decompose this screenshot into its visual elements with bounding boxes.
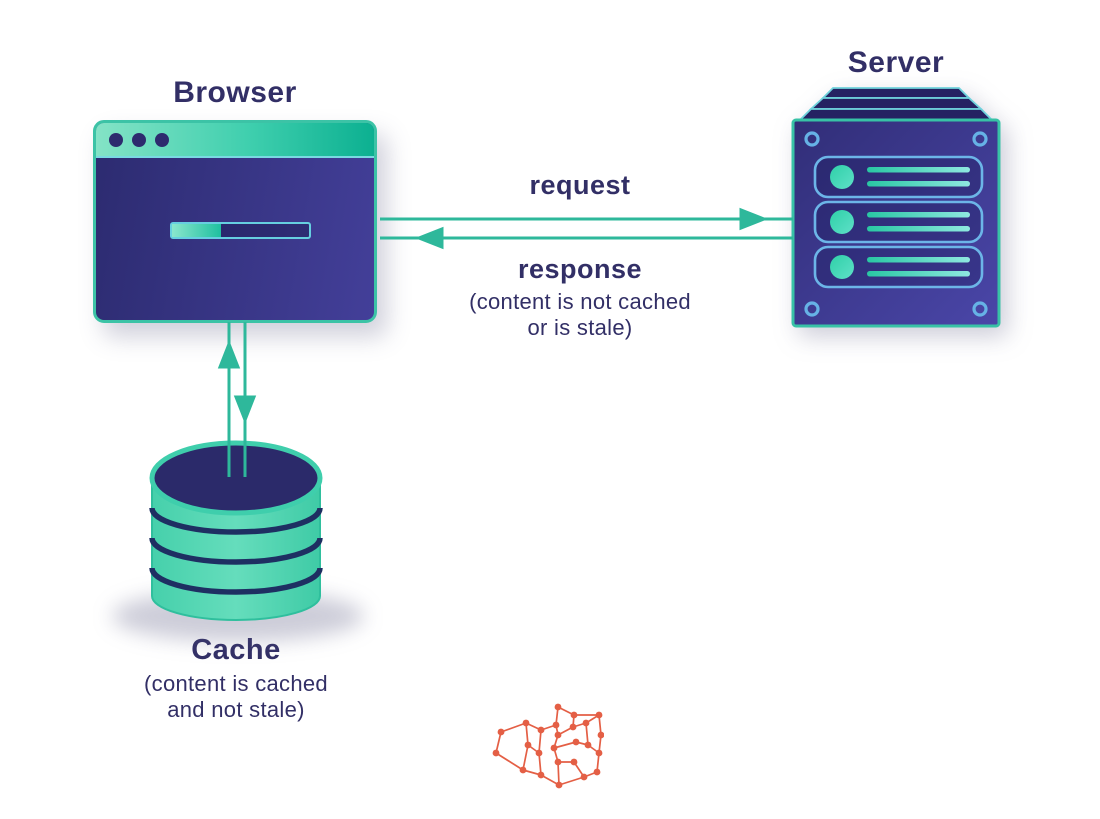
cache-caption-line: (content is cached: [144, 671, 328, 696]
cache-caption: (content is cached and not stale): [105, 671, 367, 723]
window-control-dot: [132, 132, 146, 147]
wireframe-logo-icon: [492, 703, 604, 789]
cache-label: Cache: [191, 634, 281, 666]
server-top-fins: [796, 87, 996, 122]
database-disk-separators: [149, 507, 323, 595]
response-caption: (content is not cached or is stale): [408, 289, 752, 341]
database-icon: [149, 440, 323, 621]
browser-titlebar: [96, 123, 374, 158]
window-control-dot: [109, 132, 123, 147]
drive-light-icon: [830, 165, 854, 189]
logo-nodes: [492, 703, 604, 789]
server-rack-slot: [813, 200, 984, 244]
server-screws: [804, 131, 988, 317]
request-arrow-icon: [380, 207, 793, 231]
server-rack-slots: [813, 155, 984, 289]
drive-light-icon: [830, 210, 854, 234]
server-rack-slot: [813, 245, 984, 289]
response-arrow-icon: [380, 226, 793, 250]
response-caption-line: or is stale): [527, 315, 633, 340]
cache-caption-line: and not stale): [167, 697, 305, 722]
database-body: [151, 477, 321, 621]
response-label: response: [517, 254, 643, 284]
logo-edges: [495, 706, 602, 786]
browser-window-icon: [93, 120, 377, 323]
server-rack-icon: [791, 87, 1001, 328]
server-rack-slot: [813, 155, 984, 199]
progress-bar-fill: [172, 224, 222, 237]
browser-label: Browser: [173, 76, 297, 109]
window-control-dot: [155, 132, 169, 147]
progress-bar: [170, 222, 311, 239]
drive-light-icon: [830, 255, 854, 279]
request-label: request: [529, 170, 631, 200]
server-label: Server: [847, 46, 945, 79]
response-caption-line: (content is not cached: [469, 289, 691, 314]
database-top: [149, 440, 323, 516]
